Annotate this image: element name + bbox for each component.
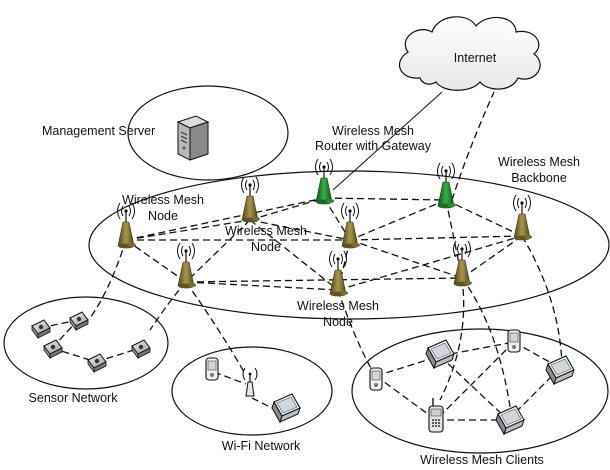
router-gateway-label-line2: Router with Gateway xyxy=(315,139,432,153)
pda-icon xyxy=(369,367,383,391)
mesh-link xyxy=(125,239,187,283)
sensor-icon xyxy=(131,339,151,359)
sensor-icon xyxy=(31,319,51,339)
mesh-link xyxy=(125,197,325,241)
mesh-router-icon xyxy=(240,176,261,223)
mesh-link xyxy=(349,235,523,241)
node-bottom-label-line2: Node xyxy=(323,315,353,329)
node-left-label-line1: Wireless Mesh xyxy=(122,193,204,207)
mesh-link xyxy=(337,289,373,371)
mesh-link xyxy=(249,197,325,221)
mesh-link xyxy=(125,219,251,241)
mesh-link xyxy=(249,219,339,291)
mesh-link xyxy=(149,281,187,331)
mesh-link xyxy=(185,281,245,373)
phone-icon xyxy=(428,398,444,433)
management-area xyxy=(127,85,289,181)
sensor-icon xyxy=(43,339,63,359)
node-center-label-line1: Wireless Mesh xyxy=(225,224,307,238)
wifi-link xyxy=(213,371,247,385)
mesh-link xyxy=(461,277,513,421)
mesh-link xyxy=(185,281,339,291)
sensor-network-label: Sensor Network xyxy=(29,391,119,405)
sensor-network-area xyxy=(3,296,169,390)
mesh-link xyxy=(439,277,465,401)
pda-icon xyxy=(507,329,521,353)
mesh-link xyxy=(89,239,127,319)
management-server-label: Management Server xyxy=(42,124,155,138)
node-bottom-label-line1: Wireless Mesh xyxy=(297,299,379,313)
mesh-link xyxy=(349,239,463,279)
mesh-link xyxy=(461,235,523,279)
mesh-link xyxy=(185,219,251,283)
mesh-link xyxy=(349,199,447,241)
server-icon xyxy=(176,115,210,161)
gateway-router-icon xyxy=(314,158,335,205)
internet-cloud xyxy=(398,16,541,91)
wifi-network-label: Wi-Fi Network xyxy=(222,439,301,453)
pda-icon xyxy=(205,357,219,381)
mesh-clients-area xyxy=(351,328,609,454)
client-link xyxy=(375,375,437,421)
mesh-router-icon xyxy=(328,250,349,297)
mesh-link xyxy=(521,235,563,367)
client-link xyxy=(435,341,515,421)
mesh-link xyxy=(249,219,351,241)
gateway-router-icon xyxy=(436,162,457,209)
mesh-link xyxy=(337,239,351,291)
sensor-icon xyxy=(69,311,89,331)
client-link xyxy=(439,355,509,421)
sensor-icon xyxy=(87,353,107,373)
node-center-label-line2: Node xyxy=(251,240,281,254)
gateway-internet-link xyxy=(332,91,443,191)
backbone-area xyxy=(88,170,610,320)
mesh-router-icon xyxy=(340,202,361,249)
laptop-icon xyxy=(495,405,525,435)
mesh-link xyxy=(323,197,447,201)
laptop-icon xyxy=(271,393,301,423)
mesh-link xyxy=(445,199,523,237)
backbone-label-line1: Wireless Mesh xyxy=(498,155,580,169)
node-left-label-line2: Node xyxy=(148,209,178,223)
wifi-network-area xyxy=(171,346,333,436)
network-links xyxy=(39,91,563,421)
gateway2-internet-link xyxy=(451,91,495,201)
mesh-clients-label: Wireless Mesh Clients xyxy=(420,453,544,467)
mesh-link xyxy=(337,235,523,291)
mesh-link xyxy=(323,197,351,241)
mesh-router-icon xyxy=(512,194,533,241)
laptop-icon xyxy=(545,355,575,385)
mesh-link xyxy=(185,277,463,283)
internet-label: Internet xyxy=(454,51,497,65)
access-point-icon xyxy=(242,367,258,397)
backbone-label-line2: Backbone xyxy=(511,171,567,185)
mesh-router-icon xyxy=(176,242,197,289)
laptop-icon xyxy=(425,339,455,369)
router-gateway-label-line1: Wireless Mesh xyxy=(332,124,414,138)
